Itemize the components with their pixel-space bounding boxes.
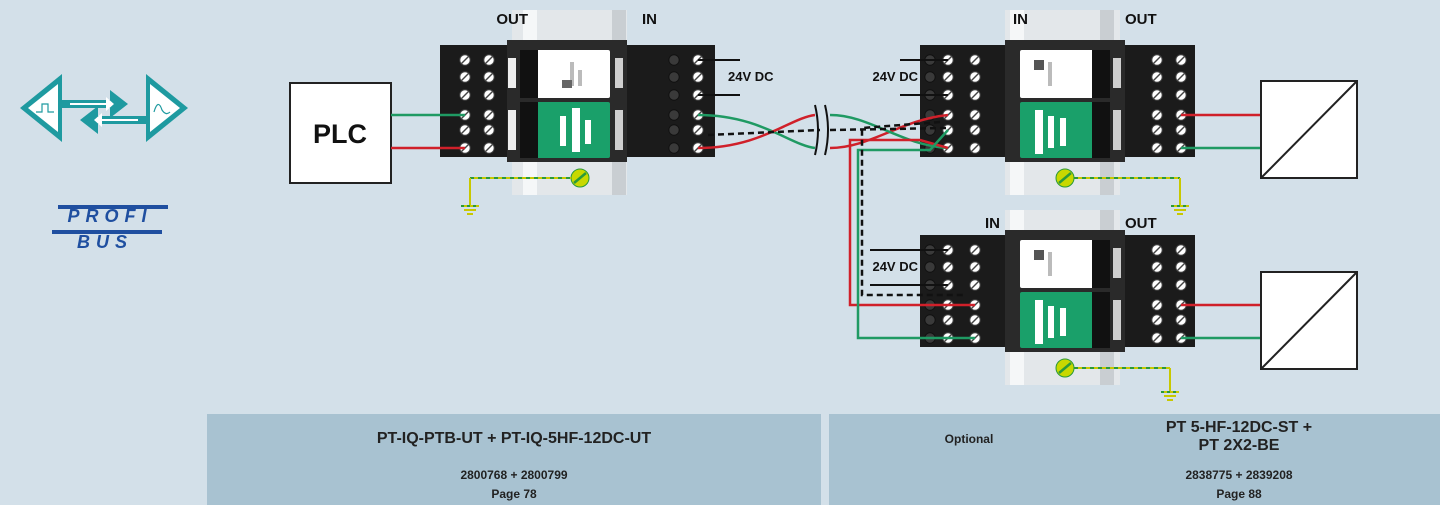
- product-panel-optional: Optional PT 5-HF-12DC-ST + PT 2X2-BE 283…: [829, 414, 1440, 505]
- signal-wiring: [391, 104, 1260, 340]
- product-codes-optional: 2838775 + 2839208: [1185, 468, 1293, 482]
- module-b-out-label: OUT: [1125, 11, 1157, 28]
- plc-label: PLC: [313, 119, 367, 149]
- product-title-optional-line1: PT 5-HF-12DC-ST +: [1165, 419, 1313, 436]
- product-codes-main: 2800768 + 2800799: [460, 468, 568, 482]
- product-title-optional-line2: PT 2X2-BE: [1198, 437, 1280, 454]
- field-device-top: [1260, 80, 1358, 179]
- plc-box: PLC: [289, 82, 392, 184]
- profibus-logo: PROFI BUS: [52, 205, 168, 252]
- module-a-supply-label: 24V DC: [728, 69, 774, 84]
- module-c-supply-label: 24V DC: [872, 259, 918, 274]
- module-a: OUT IN 24V DC: [440, 10, 774, 215]
- module-b-in-label: IN: [1013, 11, 1028, 28]
- signal-transmission-icon: [20, 74, 188, 142]
- module-a-in-label: IN: [642, 11, 657, 28]
- field-device-bottom: [1260, 271, 1358, 370]
- product-page-main: Page 78: [491, 487, 537, 501]
- module-b-supply-label: 24V DC: [872, 69, 918, 84]
- module-c-in-label: IN: [985, 215, 1000, 232]
- product-title-main: PT-IQ-PTB-UT + PT-IQ-5HF-12DC-UT: [376, 430, 652, 447]
- module-b: IN OUT 24V DC: [872, 10, 1195, 215]
- product-panel-main: PT-IQ-PTB-UT + PT-IQ-5HF-12DC-UT 2800768…: [207, 414, 821, 505]
- profibus-line2: BUS: [77, 232, 133, 252]
- optional-label: Optional: [944, 432, 994, 446]
- product-page-optional: Page 88: [1216, 487, 1262, 501]
- module-a-out-label: OUT: [496, 11, 528, 28]
- module-c-out-label: OUT: [1125, 215, 1157, 232]
- profibus-line1: PROFI: [67, 206, 152, 226]
- module-c: IN OUT 24V DC: [870, 210, 1195, 401]
